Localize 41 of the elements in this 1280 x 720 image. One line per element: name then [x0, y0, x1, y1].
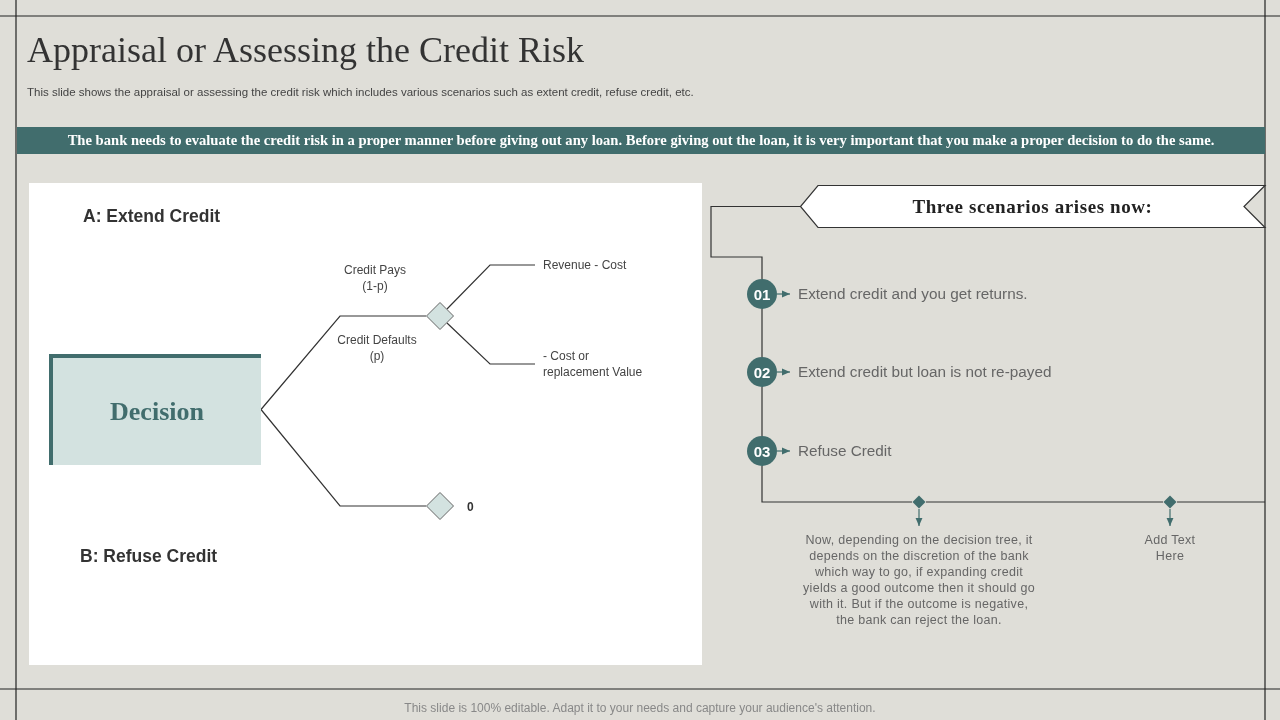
- scenario-text: Refuse Credit: [790, 442, 892, 460]
- outcome-text: Revenue - Cost: [535, 257, 627, 273]
- branch-line: [260, 408, 427, 507]
- branch-line: [260, 315, 427, 411]
- chance-node: [426, 492, 454, 520]
- timeline-line: [1176, 501, 1266, 503]
- step-badge: 03: [747, 436, 777, 466]
- payoff-value: 0: [467, 499, 474, 515]
- timeline-line: [710, 205, 801, 280]
- step-badge: 01: [747, 279, 777, 309]
- slide-title: Appraisal or Assessing the Credit Risk: [27, 29, 584, 72]
- arrow: [776, 368, 791, 376]
- scenario-banner: Three scenarios arises now:: [800, 185, 1265, 228]
- placeholder-text: Add Text Here: [1135, 526, 1205, 564]
- branch-line: [446, 264, 536, 310]
- timeline-line: [761, 386, 763, 437]
- diagram-panel: [29, 183, 702, 665]
- timeline-line: [761, 465, 913, 503]
- section-heading: B: Refuse Credit: [80, 545, 218, 567]
- branch-label: Credit Defaults (p): [336, 332, 418, 364]
- description-text: Now, depending on the decision tree, it depends on the discretion of the bank which way to go, if expanding credit yields a good outcome then it should go with it. But if the outcome is negative, the bank can reject the loan.: [801, 526, 1037, 628]
- arrow: [1166, 508, 1174, 527]
- scenario-text: Extend credit and you get returns.: [790, 285, 1028, 303]
- branch-line: [446, 322, 536, 365]
- timeline-line: [925, 501, 1164, 503]
- timeline-marker: [1163, 495, 1177, 509]
- message-banner: The bank needs to evaluate the credit risk in a proper manner before giving out any loan. Before giving out the loan, it is very important that you make a proper decision to do the same.: [17, 127, 1265, 154]
- chance-node: [426, 302, 454, 330]
- branch-label: Credit Pays (1-p): [343, 262, 407, 294]
- scenario-text: Extend credit but loan is not re-payed: [790, 363, 1052, 381]
- section-heading: A: Extend Credit: [83, 205, 221, 227]
- arrow: [776, 290, 791, 298]
- arrow: [915, 508, 923, 527]
- timeline-line: [761, 308, 763, 358]
- outcome-text: - Cost or replacement Value: [535, 348, 647, 380]
- decision-box: Decision: [49, 354, 261, 465]
- arrow: [776, 447, 791, 455]
- footer-note: This slide is 100% editable. Adapt it to your needs and capture your audience's attention.: [404, 700, 876, 716]
- subtitle-text: This slide shows the appraisal or assessing the credit risk which includes various scenarios such as extent credit, refuse credit, etc.: [27, 85, 694, 99]
- step-badge: 02: [747, 357, 777, 387]
- timeline-marker: [912, 495, 926, 509]
